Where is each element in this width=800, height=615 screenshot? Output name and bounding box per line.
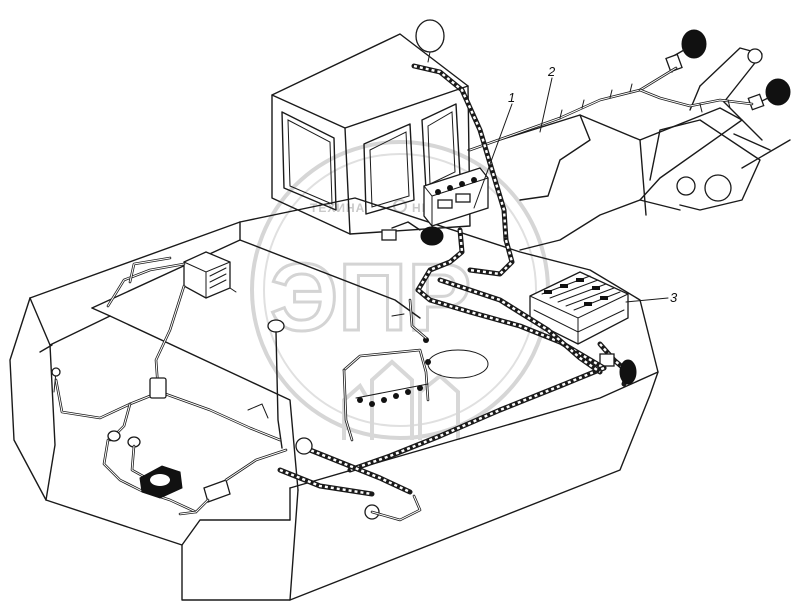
leader-3 <box>625 297 669 303</box>
boom-lamp-upper-icon <box>681 29 707 59</box>
watermark: ЭПР ТЕХИНА НИК <box>250 140 550 440</box>
watermark-letters: ЭПР <box>270 244 471 351</box>
operator-cab <box>271 33 471 235</box>
headlamps <box>415 19 791 111</box>
callout-1: 1 <box>508 90 515 105</box>
machine-body <box>9 197 659 601</box>
engine-wiring <box>342 298 489 442</box>
callout-3: 3 <box>670 290 678 305</box>
leader-2 <box>539 77 553 133</box>
cab-roof-lamp-icon <box>415 19 445 53</box>
battery-assembly <box>529 271 637 387</box>
left-components <box>51 251 288 516</box>
callout-2: 2 <box>547 64 556 79</box>
callout-leaders <box>473 77 669 303</box>
boom-wiring <box>468 66 754 152</box>
boom-lamp-lower-icon <box>765 78 791 106</box>
leader-1 <box>473 103 513 209</box>
horn-icon <box>420 226 444 246</box>
instrument-panel-assembly <box>381 63 515 293</box>
callout-labels: 1 2 3 <box>508 64 678 305</box>
main-harness <box>277 277 607 522</box>
boom <box>467 47 791 251</box>
control-lever-knob-icon <box>267 319 285 333</box>
